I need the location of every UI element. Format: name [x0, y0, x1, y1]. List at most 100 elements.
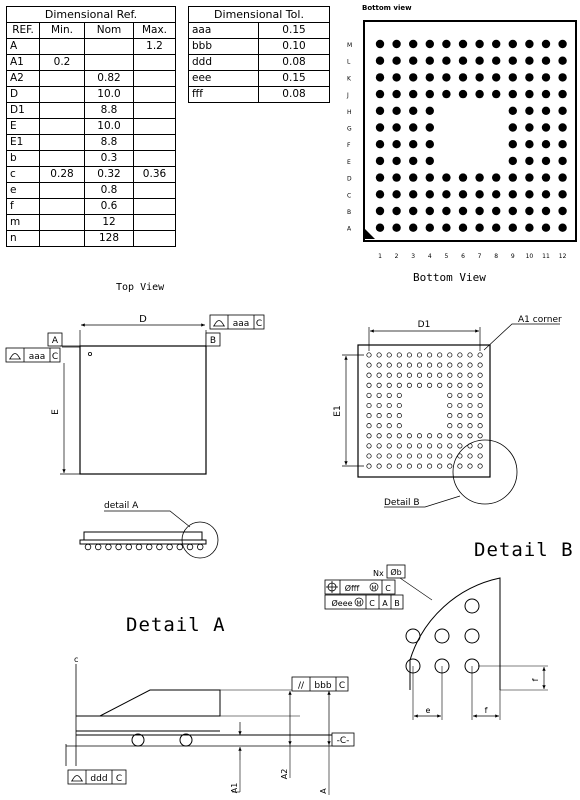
row-label: G — [347, 126, 352, 133]
ball — [541, 206, 551, 216]
outline-ball — [437, 433, 443, 439]
outline-ball — [376, 423, 382, 429]
dim-tol-cell: eee — [188, 70, 259, 87]
side-ball — [156, 543, 163, 551]
outline-ball — [366, 453, 372, 459]
outline-ball — [457, 413, 463, 419]
outline-ball — [376, 372, 382, 378]
ball — [541, 156, 551, 166]
profile-surface-icon-left — [9, 353, 21, 360]
ball — [442, 190, 451, 199]
outline-ball — [477, 453, 483, 459]
outline-ball — [376, 382, 382, 388]
ball — [375, 140, 385, 149]
outline-ball — [447, 443, 453, 449]
outline-ball — [386, 443, 392, 449]
phi-b-label: Øb — [390, 567, 401, 577]
ball — [508, 106, 517, 116]
row-label: E — [347, 159, 351, 166]
ball — [541, 89, 551, 99]
outline-ball — [376, 453, 382, 459]
side-ball — [125, 543, 132, 551]
ball — [508, 140, 517, 149]
outline-ball — [366, 382, 372, 388]
side-ball — [176, 543, 183, 551]
datum-b-label: B — [210, 336, 216, 346]
datum-b-box — [205, 332, 221, 347]
outline-ball — [406, 453, 412, 459]
outline-ball — [447, 382, 453, 388]
outline-ball — [386, 413, 392, 419]
phi-b-box — [386, 564, 406, 579]
solder-ball-2 — [179, 733, 193, 747]
outline-ball — [366, 392, 372, 398]
fcf-top-datum: C — [256, 319, 262, 329]
ball — [458, 190, 468, 199]
bottom-view-caption: Bottom View — [413, 271, 486, 284]
mold-cap — [76, 689, 221, 717]
outline-ball — [416, 433, 423, 439]
dim-ref-cell: 12 — [84, 214, 134, 231]
ball — [558, 190, 567, 199]
outline-ball — [386, 423, 392, 429]
ball — [508, 89, 517, 99]
outline-ball — [396, 382, 402, 388]
outline-ball — [386, 372, 392, 378]
outline-ball — [396, 372, 402, 378]
outline-ball — [457, 372, 463, 378]
ball — [458, 206, 468, 216]
ball — [558, 106, 567, 116]
parallel-icon: // — [298, 681, 305, 691]
ball — [475, 56, 484, 65]
outline-ball — [477, 463, 483, 469]
outline-ball — [366, 443, 372, 449]
dim-tol-cell: 0.08 — [258, 86, 330, 103]
ball — [425, 56, 434, 65]
ball — [558, 39, 567, 49]
ball — [475, 206, 484, 216]
detail-b-callout: Detail B — [384, 498, 420, 508]
outline-ball — [406, 382, 412, 388]
d1-label: D1 — [418, 320, 431, 330]
outline-ball — [437, 453, 443, 459]
row-label: D — [347, 176, 352, 183]
ball — [541, 173, 551, 182]
outline-ball — [427, 463, 433, 469]
row-label: M — [347, 42, 352, 49]
ball — [492, 73, 501, 82]
side-ball — [135, 543, 143, 551]
ball — [508, 39, 517, 49]
ball — [375, 223, 385, 232]
d-label: D — [139, 314, 147, 325]
side-ball — [145, 543, 153, 551]
fff-c-datum: C — [385, 584, 391, 593]
row-label: K — [347, 75, 352, 82]
outline-ball — [386, 362, 392, 368]
ball — [541, 106, 551, 116]
side-profile-body — [83, 531, 203, 541]
col-label: 4 — [428, 253, 432, 260]
outline-ball — [376, 413, 382, 419]
ball — [409, 173, 418, 182]
bottom-view-package-outline — [363, 20, 577, 242]
dim-ref-cell: 128 — [84, 230, 134, 247]
ball — [409, 190, 418, 199]
pin1-corner-marker — [365, 229, 375, 239]
ball — [558, 123, 567, 132]
ball — [409, 156, 418, 166]
outline-ball — [447, 362, 453, 368]
ball — [409, 140, 418, 149]
fcf-top-value: aaa — [233, 319, 250, 329]
a2-dim-label: A2 — [280, 769, 289, 780]
side-ball — [94, 543, 102, 551]
ball — [558, 223, 567, 232]
